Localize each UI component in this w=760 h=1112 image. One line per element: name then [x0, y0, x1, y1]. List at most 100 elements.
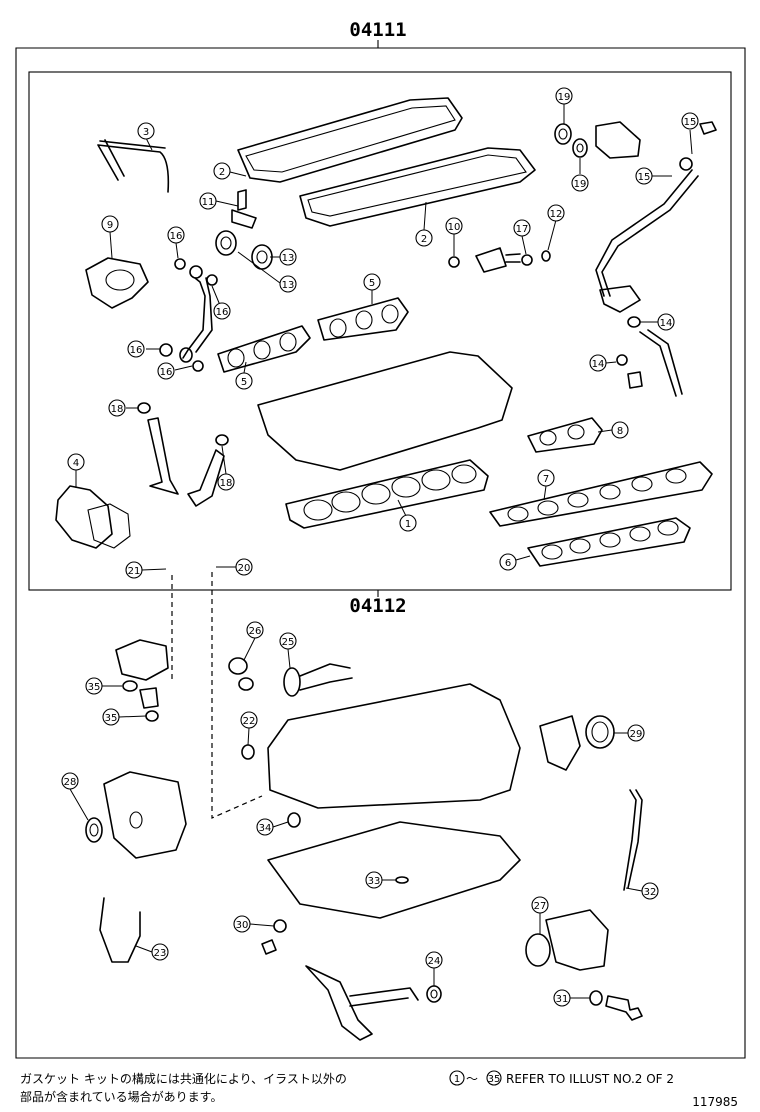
hose-part-3	[97, 139, 170, 193]
callout-16: 16	[167, 226, 185, 244]
gasket-10	[448, 256, 460, 268]
valve-exhaust	[187, 449, 225, 507]
gasket-23	[99, 897, 141, 963]
footnote-line-2: 部品が含まれている場合があります。	[20, 1089, 222, 1104]
water-outlet-27	[525, 909, 609, 971]
callout-34: 34	[256, 818, 274, 836]
svg-text:10: 10	[448, 222, 461, 233]
svg-text:5: 5	[369, 278, 375, 289]
thermostat-gasket-4	[55, 485, 131, 549]
callout-21: 21	[125, 561, 143, 579]
svg-text:19: 19	[574, 179, 587, 190]
valve-intake	[147, 417, 179, 495]
intake-gasket-8	[527, 417, 603, 453]
svg-text:16: 16	[160, 367, 173, 378]
gasket-31	[589, 990, 603, 1006]
callout-11: 11	[199, 192, 217, 210]
svg-text:8: 8	[617, 426, 623, 437]
callout-16: 16	[157, 362, 175, 380]
gasket-30	[273, 919, 287, 933]
kit-04111-frame	[28, 71, 732, 597]
callout-20: 20	[235, 558, 253, 576]
callout-18: 18	[217, 473, 235, 491]
cylinder-head-cover-gasket-right	[299, 147, 536, 227]
callout-26: 26	[246, 621, 264, 639]
o-ring-35-b	[145, 710, 159, 722]
svg-text:17: 17	[516, 224, 529, 235]
svg-text:2: 2	[219, 167, 225, 178]
refer-from: 1	[454, 1074, 460, 1085]
timing-cover-gasket	[103, 771, 187, 859]
svg-text:14: 14	[660, 318, 673, 329]
svg-text:30: 30	[236, 920, 249, 931]
gasket-12	[541, 250, 551, 262]
bracket-gasket	[595, 121, 641, 159]
gasket-33	[395, 876, 409, 884]
oil-seal-19-b	[572, 138, 588, 158]
callout-13: 13	[279, 248, 297, 266]
oil-seal-19-a	[554, 123, 572, 145]
callout-27: 27	[531, 896, 549, 914]
svg-text:33: 33	[368, 876, 381, 887]
callout-5: 5	[235, 372, 253, 390]
cylinder-head-gasket-1	[285, 459, 489, 529]
kit-label-04111: 04111	[349, 19, 406, 41]
svg-text:4: 4	[73, 458, 79, 469]
svg-text:15: 15	[684, 117, 697, 128]
callout-30: 30	[233, 915, 251, 933]
kit-04112-frame	[15, 40, 746, 1059]
callout-17: 17	[513, 219, 531, 237]
svg-text:18: 18	[220, 478, 233, 489]
svg-text:15: 15	[638, 172, 651, 183]
svg-text:20: 20	[238, 563, 251, 574]
callout-7: 7	[537, 469, 555, 487]
svg-text:3: 3	[143, 127, 149, 138]
svg-text:12: 12	[550, 209, 563, 220]
gasket-26	[228, 657, 254, 691]
svg-text:35: 35	[88, 682, 101, 693]
callout-25: 25	[279, 632, 297, 650]
exhaust-manifold-gasket-right	[317, 297, 409, 341]
svg-text:13: 13	[282, 253, 295, 264]
o-ring-35-a	[122, 680, 138, 692]
gasket-14-a	[627, 316, 641, 328]
callout-15: 15	[635, 167, 653, 185]
svg-text:31: 31	[556, 994, 569, 1005]
refer-to: 35	[488, 1074, 501, 1085]
manifold-gasket-6	[527, 517, 691, 567]
callout-28: 28	[61, 772, 79, 790]
callout-18: 18	[108, 399, 126, 417]
callout-29: 29	[627, 724, 645, 742]
svg-text:16: 16	[170, 231, 183, 242]
callout-10: 10	[445, 217, 463, 235]
svg-text:24: 24	[428, 956, 441, 967]
svg-text:19: 19	[558, 92, 571, 103]
water-pipe-16	[179, 265, 213, 363]
svg-text:22: 22	[243, 716, 256, 727]
callout-2: 2	[415, 229, 433, 247]
illustration-id: 117985	[692, 1095, 738, 1109]
callout-15: 15	[681, 112, 699, 130]
exhaust-manifold-gasket-left	[217, 325, 311, 373]
gasket-34	[287, 812, 301, 828]
valve-stem-seal-18-b	[215, 434, 229, 446]
callout-22: 22	[240, 711, 258, 729]
svg-text:16: 16	[216, 307, 229, 318]
oil-level-gauge-guide-32	[623, 789, 643, 891]
svg-text:32: 32	[644, 887, 657, 898]
svg-text:11: 11	[202, 197, 215, 208]
svg-text:28: 28	[64, 777, 77, 788]
svg-text:2: 2	[421, 234, 427, 245]
callout-16: 16	[127, 340, 145, 358]
callout-1: 1	[399, 514, 417, 532]
dashed-leader-20	[211, 572, 263, 819]
callout-19: 19	[555, 87, 573, 105]
callout-12: 12	[547, 204, 565, 222]
sensor-15-a	[699, 121, 717, 135]
o-ring-16-a	[174, 258, 186, 270]
kit-label-04112: 04112	[349, 595, 406, 617]
svg-text:23: 23	[154, 948, 167, 959]
svg-text:25: 25	[282, 637, 295, 648]
svg-text:9: 9	[107, 220, 113, 231]
